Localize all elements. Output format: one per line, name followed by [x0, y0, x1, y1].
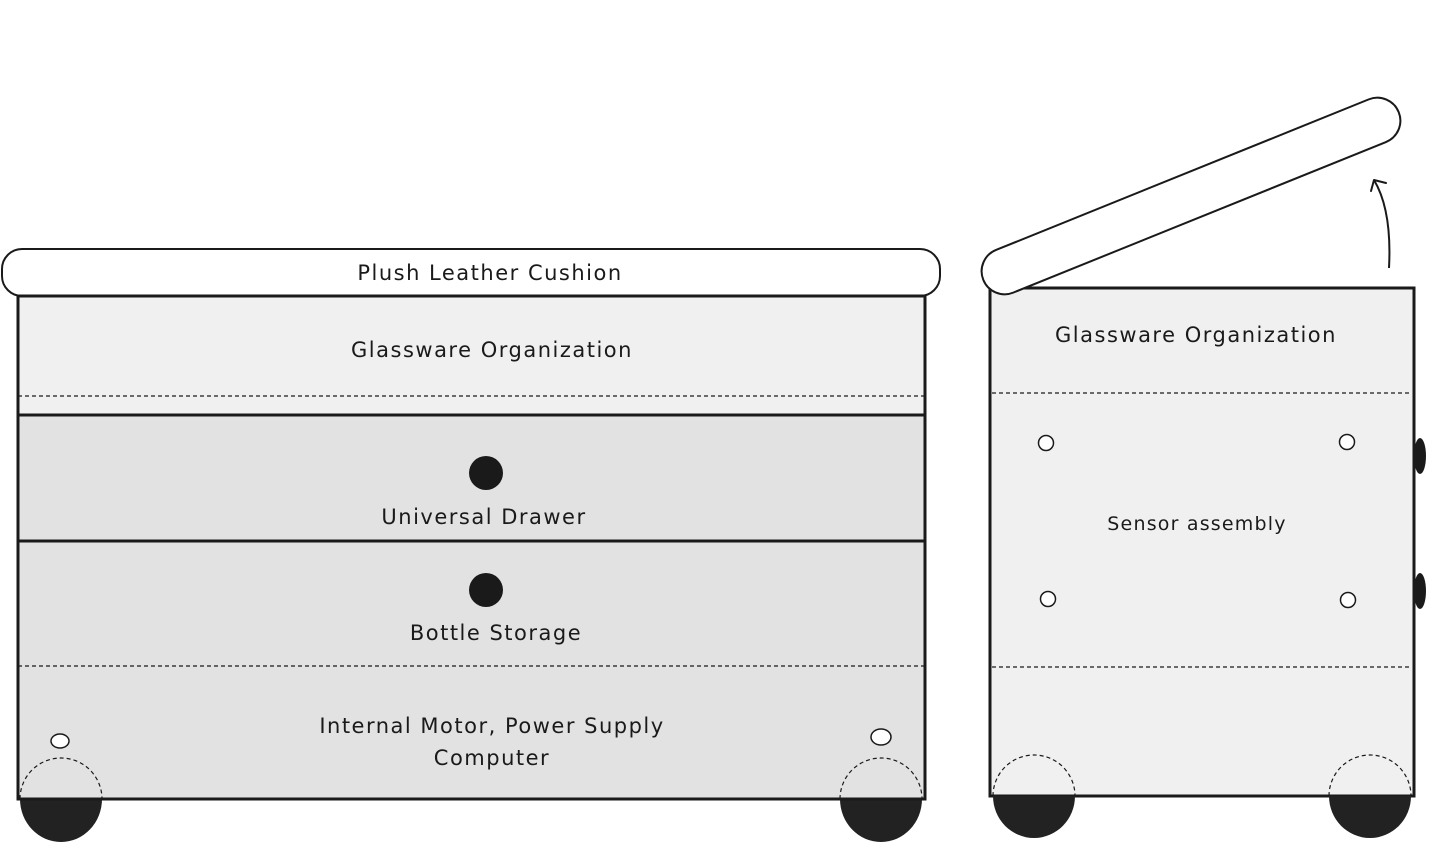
front-wheel-right-dashed [839, 757, 923, 800]
side-view: Glassware Organization Sensor assembly [980, 96, 1426, 838]
front-bottle-knob [469, 573, 503, 607]
side-sensor-bottom-right [1339, 591, 1357, 609]
side-handle-bottom [1414, 573, 1426, 609]
front-sensor-right [870, 728, 892, 746]
arrow-head-icon [1370, 179, 1387, 192]
front-motor-label-2: Computer [434, 746, 550, 770]
side-lid [980, 96, 1402, 296]
front-glassware-label: Glassware Organization [351, 338, 633, 362]
side-wheel-left-dashed [992, 754, 1076, 797]
front-body-frame [16, 294, 927, 801]
side-sensor-top-right [1338, 433, 1356, 451]
front-wheel-left [20, 799, 102, 842]
front-sensor-left [50, 733, 70, 749]
side-wheel-left [993, 796, 1075, 838]
front-glassware-panel [18, 296, 925, 415]
front-bottle-label: Bottle Storage [410, 621, 582, 645]
front-view: Plush Leather Cushion Glassware Organiza… [1, 248, 941, 842]
front-wheel-left-dashed [19, 757, 103, 800]
front-cushion-label: Plush Leather Cushion [357, 261, 622, 285]
side-wheel-right [1329, 796, 1411, 838]
lid-open-arrow-icon [1373, 179, 1391, 269]
side-wheel-right-dashed [1328, 754, 1412, 797]
front-motor-label-1: Internal Motor, Power Supply [319, 714, 664, 738]
side-glassware-label: Glassware Organization [1055, 323, 1337, 347]
side-sensor-top-left [1037, 434, 1055, 452]
front-wheel-right [840, 799, 922, 842]
front-drawer-label: Universal Drawer [381, 505, 586, 529]
side-sensor-bottom-left [1039, 590, 1057, 608]
side-body [988, 286, 1416, 798]
side-sensor-label: Sensor assembly [1107, 513, 1286, 535]
front-drawer-knob [469, 456, 503, 490]
side-handle-top [1414, 438, 1426, 474]
